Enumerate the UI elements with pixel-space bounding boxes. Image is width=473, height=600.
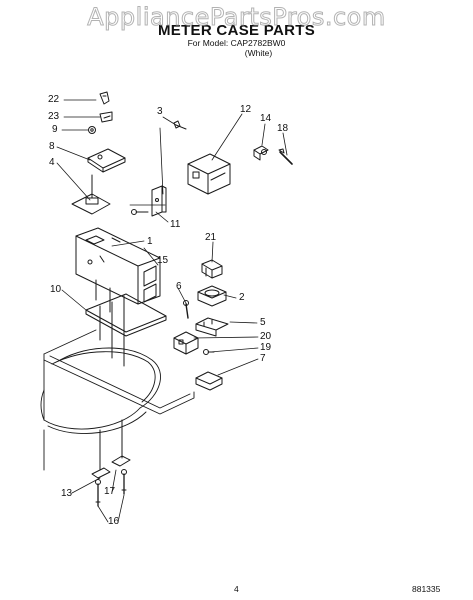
- callout-15: 15: [157, 255, 169, 266]
- part-23-clip-icon: [99, 111, 113, 123]
- callout-9: 9: [52, 124, 58, 135]
- part-18-screw-icon: [278, 148, 293, 165]
- cabinet-top-outline: [40, 329, 195, 471]
- part-1-meter-case-icon: [75, 227, 161, 319]
- callout-20: 20: [260, 331, 272, 342]
- part-13-clip-icon: [91, 429, 111, 479]
- watermark: AppliancePartsPros.com: [87, 3, 386, 32]
- part-8-cover-plate-icon: [87, 148, 126, 173]
- callout-19: 19: [260, 342, 272, 353]
- callout-18: 18: [277, 123, 289, 134]
- part-20-switch-housing-icon: [173, 331, 199, 355]
- part-6-screw-icon: [183, 300, 189, 319]
- callout-16: 16: [108, 516, 120, 527]
- callout-12: 12: [240, 104, 252, 115]
- part-3-screw-icon: [173, 120, 187, 130]
- part-19-screw-icon: [203, 349, 215, 355]
- callout-11: 11: [170, 219, 181, 230]
- callout-10: 10: [50, 284, 62, 295]
- callout-1: 1: [147, 236, 153, 247]
- callout-8: 8: [49, 141, 55, 152]
- part-17-clip-icon: [111, 419, 131, 467]
- color-line: (White): [244, 48, 273, 58]
- callout-6: 6: [176, 281, 182, 292]
- callout-13: 13: [61, 488, 73, 499]
- part-9-nut-icon: [88, 126, 96, 134]
- model-info: For Model: CAP2782BW0 (White): [0, 38, 473, 58]
- part-7-bracket-icon: [195, 371, 223, 391]
- callout-3: 3: [157, 106, 163, 117]
- part-16-screws-icon: [95, 469, 127, 507]
- part-10-base-plate-icon: [85, 293, 167, 367]
- callout-2: 2: [239, 292, 245, 303]
- model-line: For Model: CAP2782BW0: [187, 38, 286, 48]
- part-4-bracket-icon: [71, 174, 111, 215]
- document-code: 881335: [412, 584, 441, 594]
- callout-23: 23: [48, 111, 60, 122]
- callout-22: 22: [48, 94, 60, 105]
- callout-4: 4: [49, 157, 55, 168]
- leader-lines: [56, 99, 288, 523]
- part-5-bracket-icon: [195, 317, 229, 337]
- part-12-control-box-icon: [187, 153, 231, 195]
- part-14-switch-icon: [253, 145, 269, 161]
- callout-14: 14: [260, 113, 272, 124]
- diagram-title: METER CASE PARTS: [157, 22, 316, 39]
- part-11-bracket-icon: [131, 185, 167, 217]
- part-21-connector-icon: [201, 259, 223, 279]
- callout-5: 5: [260, 317, 266, 328]
- part-2-receptacle-icon: [197, 285, 227, 307]
- page-number: 4: [234, 584, 239, 594]
- callout-21: 21: [205, 232, 217, 243]
- callout-7: 7: [260, 353, 266, 364]
- part-22-knob-icon: [99, 91, 110, 105]
- callout-17: 17: [104, 486, 116, 497]
